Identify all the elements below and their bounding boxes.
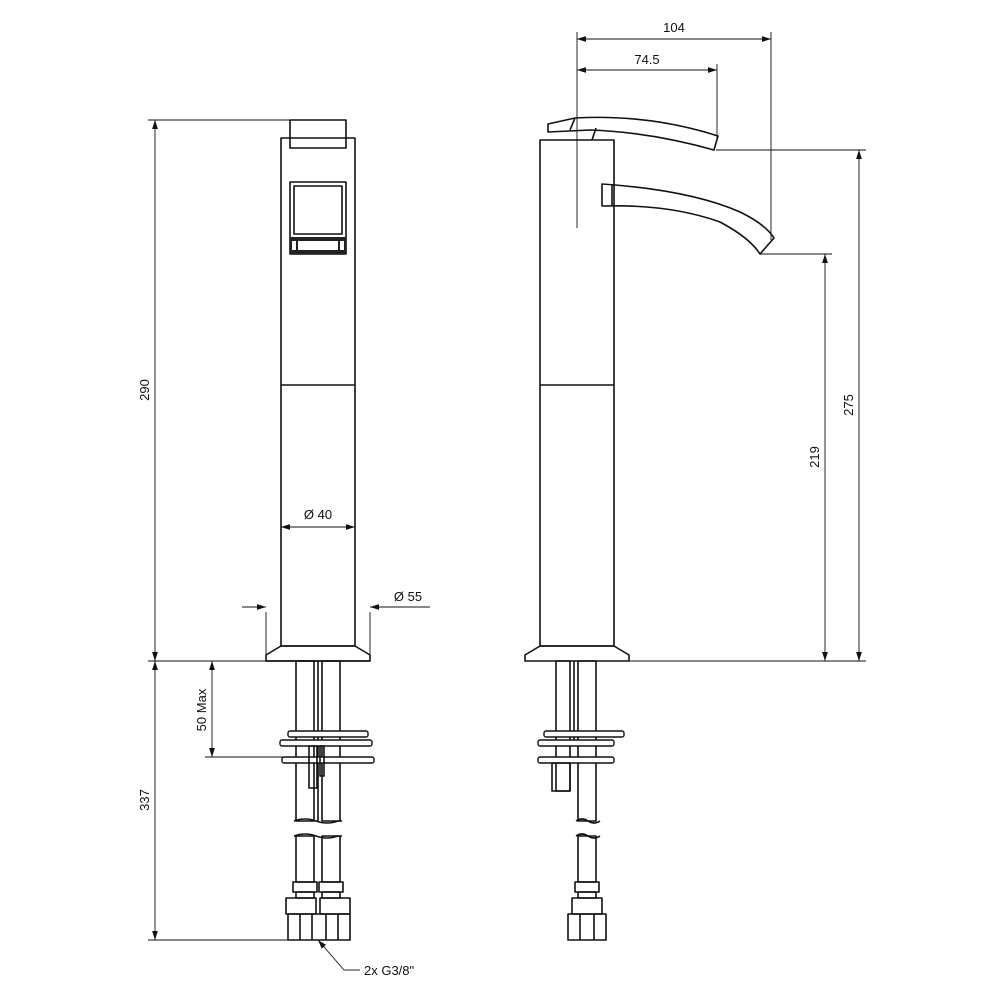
dim-label-diameter-55: Ø 55: [394, 589, 422, 604]
dimension-290: 290: [137, 119, 290, 662]
dim-label-50-max: 50 Max: [194, 688, 209, 731]
dimension-50-max: 50 Max: [194, 661, 290, 758]
dim-label-connection: 2x G3/8": [364, 963, 415, 978]
dim-label-275: 275: [841, 394, 856, 416]
dimension-104: 104: [576, 20, 772, 240]
dimension-74-5: 74.5: [577, 52, 718, 138]
dim-label-290: 290: [137, 379, 152, 401]
dim-label-74-5: 74.5: [634, 52, 659, 67]
callout-connection: 2x G3/8": [317, 939, 415, 978]
side-shank-hoses: [537, 660, 625, 941]
dim-label-diameter-40: Ø 40: [304, 507, 332, 522]
dim-label-219: 219: [807, 446, 822, 468]
front-base-flange: [265, 645, 371, 662]
dimension-337: 337: [137, 661, 288, 941]
front-top-cap: [289, 119, 347, 149]
side-spout: [601, 183, 775, 255]
dimension-275: 275: [629, 149, 866, 662]
dimension-diameter-40: Ø 40: [281, 507, 355, 530]
dimension-diameter-55: Ø 55: [242, 589, 430, 661]
side-base-flange: [524, 645, 630, 662]
side-lever-handle: [547, 116, 719, 151]
dim-label-104: 104: [663, 20, 685, 35]
dimension-219: 219: [760, 253, 832, 661]
front-view: [265, 119, 375, 941]
front-lever-window: [289, 181, 347, 255]
front-body: [280, 137, 356, 647]
front-mounting-plates: [279, 730, 375, 789]
dim-label-337: 337: [137, 789, 152, 811]
front-shank-hoses: [285, 660, 351, 941]
side-view: [524, 116, 775, 941]
